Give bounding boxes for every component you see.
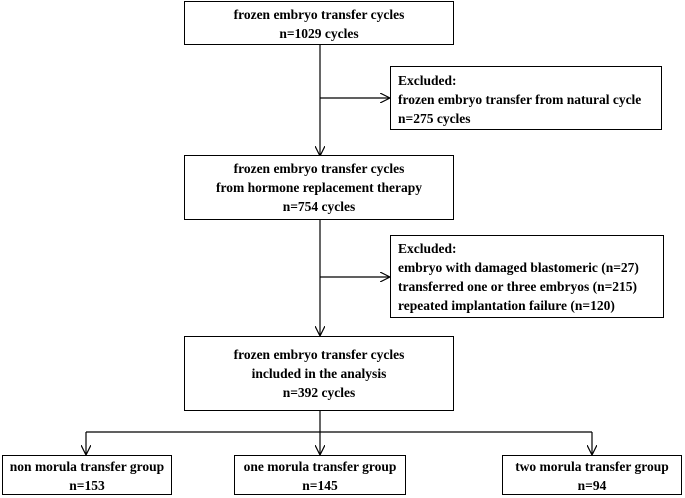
excluded2-line: Excluded: (398, 241, 457, 256)
excluded2-line: repeated implantation failure (n=120) (398, 298, 615, 313)
group-two-line: two morula transfer group (515, 459, 669, 474)
box-analysis-cycles: frozen embryo transfer cycles included i… (184, 336, 454, 411)
box1-line: n=1029 cycles (279, 26, 359, 41)
box3-line: included in the analysis (251, 366, 387, 381)
group-one-line: one morula transfer group (243, 459, 397, 474)
box2-line: n=754 cycles (282, 199, 356, 214)
group-two-line: n=94 (577, 478, 607, 493)
group-non-line: non morula transfer group (9, 459, 165, 474)
box-group-one-morula: one morula transfer group n=145 (234, 455, 406, 495)
excluded2-line: transferred one or three embryos (n=215) (398, 279, 638, 294)
excluded2-line: embryo with damaged blastomeric (n=27) (398, 260, 639, 275)
box2-line: from hormone replacement therapy (215, 180, 423, 195)
group-one-line: n=145 (302, 478, 338, 493)
box-excluded-reasons: Excluded: embryo with damaged blastomeri… (390, 235, 664, 318)
box-hrt-cycles: frozen embryo transfer cycles from hormo… (184, 155, 454, 220)
box-initial-cycles: frozen embryo transfer cycles n=1029 cyc… (184, 1, 454, 45)
box3-line: n=392 cycles (282, 385, 356, 400)
box-group-non-morula: non morula transfer group n=153 (2, 455, 172, 495)
box-excluded-natural-cycle: Excluded: frozen embryo transfer from na… (390, 66, 662, 130)
excluded1-line: n=275 cycles (398, 111, 471, 126)
excluded1-line: frozen embryo transfer from natural cycl… (398, 92, 642, 107)
excluded1-line: Excluded: (398, 73, 457, 88)
box-group-two-morula: two morula transfer group n=94 (502, 455, 682, 495)
box1-line: frozen embryo transfer cycles (233, 7, 405, 22)
box3-line: frozen embryo transfer cycles (233, 347, 405, 362)
group-non-line: n=153 (69, 478, 105, 493)
box2-line: frozen embryo transfer cycles (233, 161, 405, 176)
